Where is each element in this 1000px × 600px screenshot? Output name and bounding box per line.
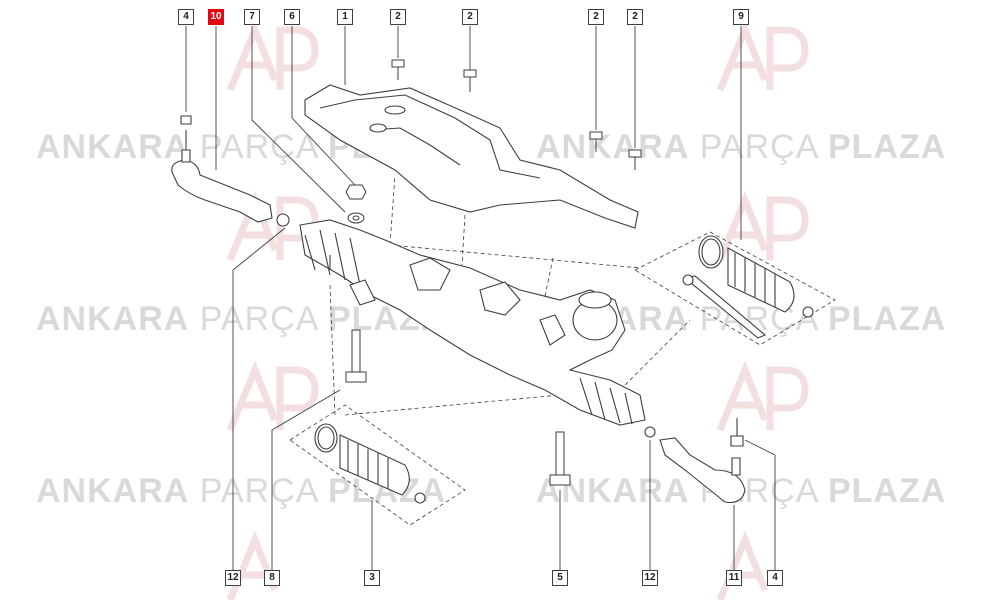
bolts <box>391 59 642 170</box>
leader-lines <box>185 26 776 570</box>
callout-11-bottom[interactable]: 11 <box>726 570 742 586</box>
callout-3-bottom[interactable]: 3 <box>364 570 380 586</box>
mount-bolts <box>345 329 571 486</box>
bellows-kit-right <box>682 235 814 339</box>
callout-2-d[interactable]: 2 <box>627 9 643 25</box>
ap-logo-icon <box>716 360 809 432</box>
callout-6-top[interactable]: 6 <box>284 9 300 25</box>
bolt-icon <box>391 59 405 80</box>
callout-4-bottom[interactable]: 4 <box>767 570 783 586</box>
bolt-icon <box>463 69 477 92</box>
ap-logo-icon <box>226 20 319 92</box>
callout-12-right[interactable]: 12 <box>642 570 658 586</box>
tie-rod-end-right <box>644 418 746 504</box>
callout-8-bottom[interactable]: 8 <box>264 570 280 586</box>
callout-1-top[interactable]: 1 <box>337 9 353 25</box>
bolt-icon <box>589 131 603 152</box>
callout-7-top[interactable]: 7 <box>244 9 260 25</box>
callout-10-highlighted[interactable]: 10 <box>208 9 224 25</box>
bolt-icon <box>628 149 642 170</box>
nut-washer <box>345 184 367 224</box>
watermark-logos <box>226 20 809 600</box>
callout-4-top[interactable]: 4 <box>178 9 194 25</box>
ap-logo-icon <box>716 190 809 262</box>
callout-12-left[interactable]: 12 <box>225 570 241 586</box>
callout-5-bottom[interactable]: 5 <box>552 570 568 586</box>
steering-rack <box>299 219 646 426</box>
callout-2-a[interactable]: 2 <box>390 9 406 25</box>
ap-logo-icon <box>716 20 809 92</box>
callout-9-top[interactable]: 9 <box>733 9 749 25</box>
heat-shield <box>304 84 639 229</box>
callout-2-b[interactable]: 2 <box>462 9 478 25</box>
callout-2-c[interactable]: 2 <box>588 9 604 25</box>
bellows-kit-left <box>314 423 426 504</box>
tie-rod-end-left <box>171 115 290 227</box>
ap-logo-icon <box>226 360 319 432</box>
